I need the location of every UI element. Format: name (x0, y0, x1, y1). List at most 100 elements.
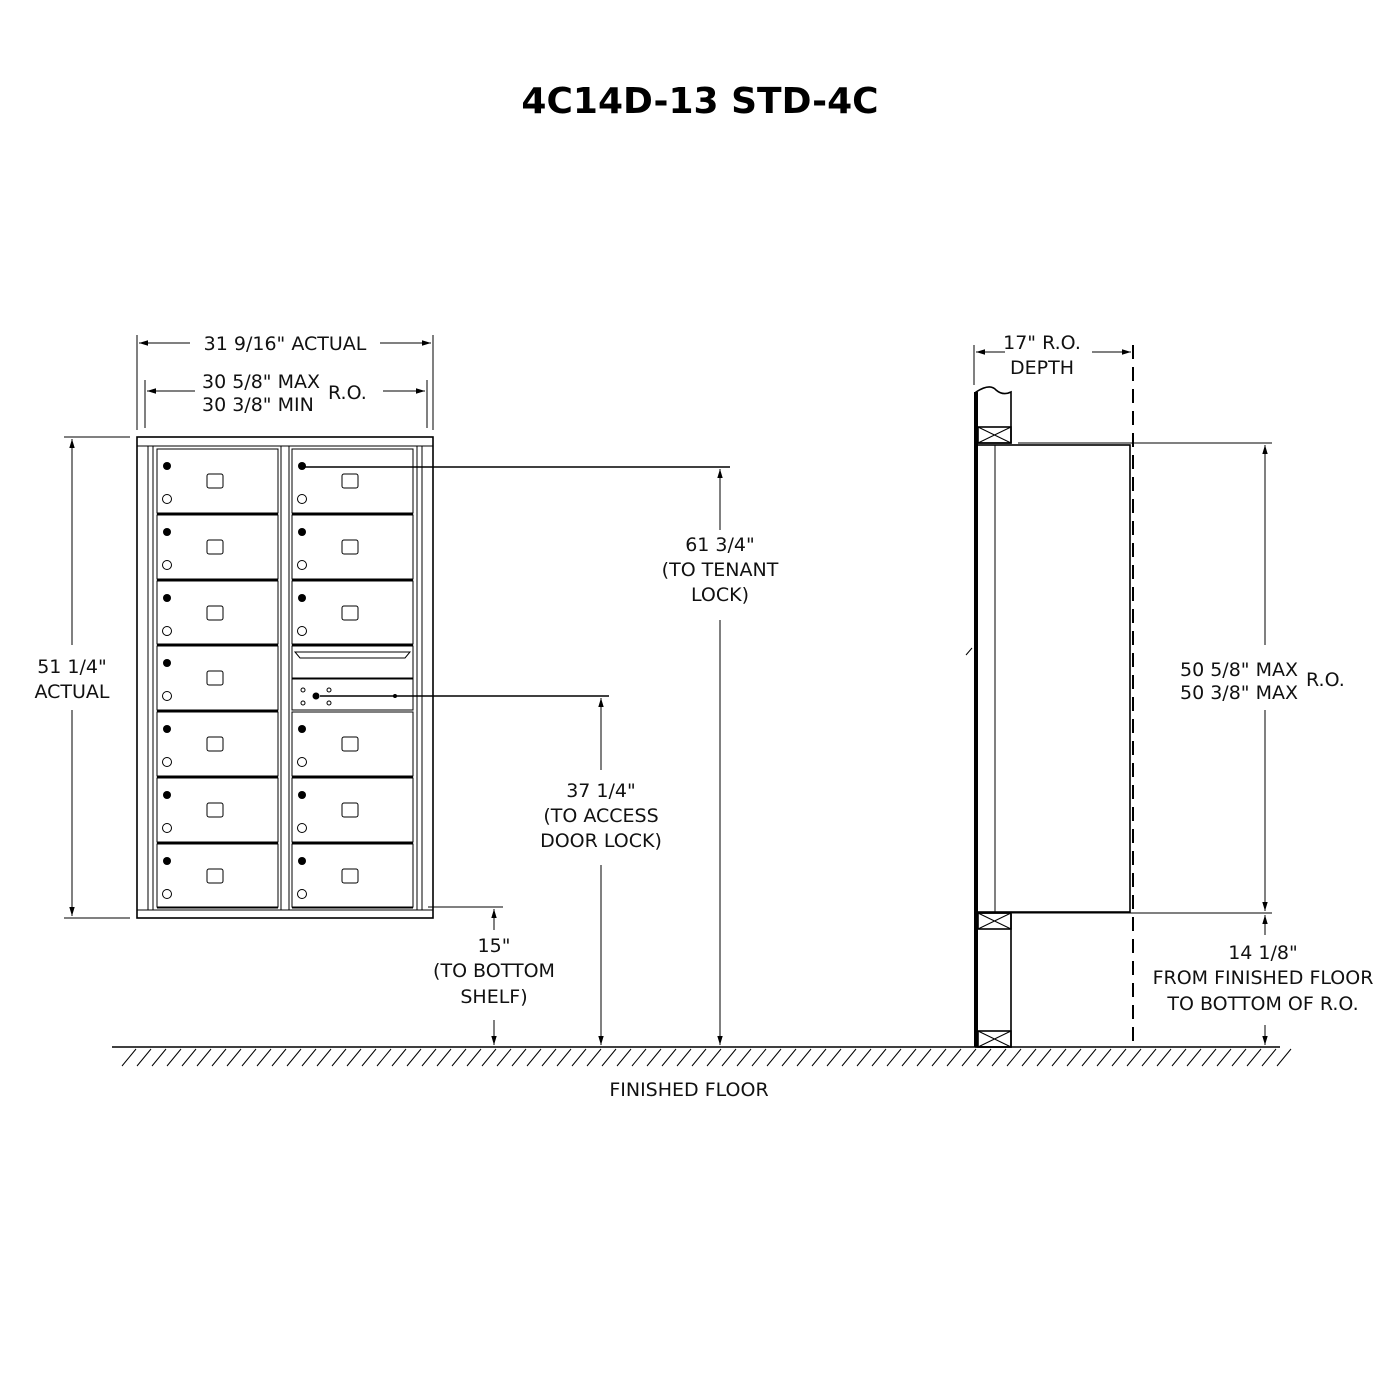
ro-height-min-label: 50 3/8" MAX (1180, 682, 1298, 704)
bottom-shelf-dimension: 15" (TO BOTTOM SHELF) (428, 906, 555, 1045)
floor-hatch (571, 1048, 587, 1067)
door-pull-icon (206, 473, 224, 489)
compartment-door (156, 448, 279, 515)
compartment-door (291, 448, 414, 515)
floor-hatch (526, 1048, 542, 1067)
compartment-door (156, 514, 279, 581)
floor-hatch (496, 1048, 512, 1067)
floor-hatch (616, 1048, 632, 1067)
ro-label: R.O. (328, 382, 367, 404)
compartment-door (291, 514, 414, 581)
floor-hatch (1201, 1048, 1217, 1067)
floor-dist-label-2: FROM FINISHED FLOOR (1153, 967, 1374, 989)
tenant-lock-icon (163, 528, 171, 536)
floor-hatch (436, 1048, 452, 1067)
floor-hatch (1021, 1048, 1037, 1067)
depth-label-2: DEPTH (1010, 357, 1074, 379)
compartment-door (156, 580, 279, 646)
floor-hatch (1276, 1048, 1292, 1067)
ro-min-label: 30 3/8" MIN (202, 394, 314, 416)
compartment-door (291, 777, 414, 844)
door-pull-icon (206, 605, 224, 621)
tenant-lock-icon (163, 594, 171, 602)
floor-hatch (331, 1048, 347, 1067)
floor-hatch (1261, 1048, 1277, 1067)
floor-hatch (481, 1048, 497, 1067)
floor-hatch (856, 1048, 872, 1067)
mailbox-side-profile (975, 444, 1131, 913)
diagram-title: 4C14D-13 STD-4C (521, 81, 878, 122)
access-lock-dimension: 37 1/4" (TO ACCESS DOOR LOCK) (320, 695, 662, 1045)
compartment-door (156, 711, 279, 778)
floor-hatch (256, 1048, 272, 1067)
floor-hatch (676, 1048, 692, 1067)
door-pull-icon (206, 736, 224, 752)
compartment-door (156, 777, 279, 844)
floor-hatch (961, 1048, 977, 1067)
floor-hatch (991, 1048, 1007, 1067)
floor-hatch (631, 1048, 647, 1067)
door-pull-icon (341, 473, 359, 489)
floor-hatch (271, 1048, 287, 1067)
floor-hatch (346, 1048, 362, 1067)
floor-hatch (421, 1048, 437, 1067)
floor-hatch (781, 1048, 797, 1067)
floor-hatch (1126, 1048, 1142, 1067)
floor-hatch (241, 1048, 257, 1067)
bottom-shelf-label: 15" (478, 935, 511, 957)
floor-hatch (286, 1048, 302, 1067)
floor-hatch (166, 1048, 182, 1067)
compartment-door (156, 843, 279, 909)
floor-hatch (766, 1048, 782, 1067)
tenant-lock-dimension: 61 3/4" (TO TENANT LOCK) (302, 466, 779, 1045)
finished-floor: FINISHED FLOOR (112, 1046, 1292, 1101)
floor-label: FINISHED FLOOR (609, 1079, 768, 1101)
tenant-lock-icon (298, 725, 306, 733)
floor-hatch (871, 1048, 887, 1067)
ro-height-max-label: 50 5/8" MAX (1180, 659, 1298, 681)
floor-dist-label: 14 1/8" (1228, 942, 1298, 964)
floor-hatch (1111, 1048, 1127, 1067)
door-pull-icon (206, 670, 224, 686)
side-view: 17" R.O. DEPTH 50 5/8" MAX 50 3/8" MAX R… (965, 332, 1374, 1048)
bottom-shelf-label-2: (TO BOTTOM (433, 960, 555, 982)
compartment-doors (156, 448, 414, 909)
floor-hatch (391, 1048, 407, 1067)
floor-hatch (316, 1048, 332, 1067)
floor-hatch (196, 1048, 212, 1067)
width-actual-label: 31 9/16" ACTUAL (204, 333, 367, 355)
width-dimension: 31 9/16" ACTUAL 30 5/8" MAX 30 3/8" MIN … (136, 333, 434, 430)
floor-hatch (796, 1048, 812, 1067)
height-label-sub: ACTUAL (34, 681, 109, 703)
bottom-shelf-label-3: SHELF) (460, 986, 527, 1008)
floor-hatch (211, 1048, 227, 1067)
height-dimension: 51 1/4" ACTUAL (34, 436, 130, 919)
front-view-mailbox (136, 436, 434, 919)
floor-hatch (916, 1048, 932, 1067)
compartment-door (291, 711, 414, 778)
floor-hatch (136, 1048, 152, 1067)
compartment-door (291, 580, 414, 646)
floor-hatch (376, 1048, 392, 1067)
floor-hatch (826, 1048, 842, 1067)
floor-hatch (361, 1048, 377, 1067)
access-lock-label-2: (TO ACCESS (543, 805, 658, 827)
outgoing-mail-slot (291, 645, 414, 679)
floor-hatch (901, 1048, 917, 1067)
floor-hatch (1246, 1048, 1262, 1067)
floor-dist-label-3: TO BOTTOM OF R.O. (1166, 993, 1358, 1015)
door-pull-icon (341, 802, 359, 818)
depth-label: 17" R.O. (1003, 332, 1081, 354)
door-pull-icon (206, 539, 224, 555)
ro-max-label: 30 5/8" MAX (202, 371, 320, 393)
floor-hatch (1186, 1048, 1202, 1067)
floor-hatch (1171, 1048, 1187, 1067)
floor-hatch (601, 1048, 617, 1067)
floor-hatch (751, 1048, 767, 1067)
access-lock-label: 37 1/4" (566, 780, 636, 802)
floor-hatch (691, 1048, 707, 1067)
tenant-lock-icon (298, 857, 306, 865)
floor-hatch (511, 1048, 527, 1067)
floor-hatch (556, 1048, 572, 1067)
